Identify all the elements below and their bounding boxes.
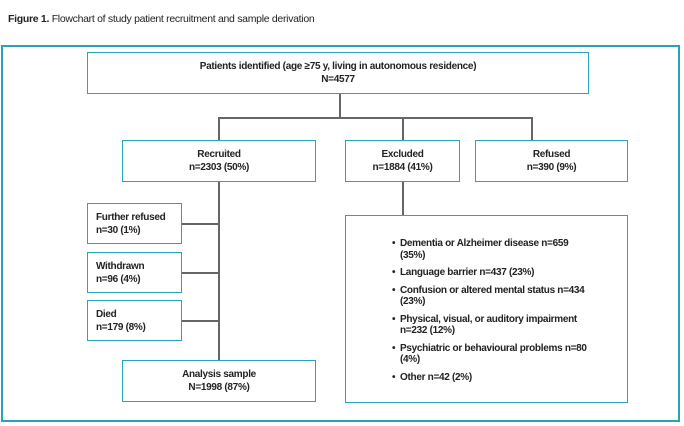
bullet-icon: • xyxy=(392,371,396,383)
recruited-box: Recruited n=2303 (50%) xyxy=(122,140,316,182)
recruited-count: n=2303 (50%) xyxy=(188,162,250,173)
reason-text: Dementia or Alzheimer disease n=659 (35%… xyxy=(400,238,569,261)
further-refused-label: Further refused xyxy=(96,211,166,223)
further-refused-box: Further refused n=30 (1%) xyxy=(87,203,182,244)
exclusion-reasons-box: • Dementia or Alzheimer disease n=659 (35… xyxy=(345,215,628,403)
reason-text: Psychiatric or behavioural problems n=80… xyxy=(400,342,587,366)
figure-title-text: Flowchart of study patient recruitment a… xyxy=(51,13,315,25)
exclusion-reason: • Confusion or altered mental status n=43… xyxy=(392,285,592,308)
bullet-icon: • xyxy=(392,313,396,325)
connector xyxy=(218,117,220,360)
connector xyxy=(182,223,219,225)
reason-text: Confusion or altered mental status n=434… xyxy=(400,284,585,308)
exclusion-reason: • Dementia or Alzheimer disease n=659 (35… xyxy=(392,238,592,261)
connector xyxy=(182,320,219,322)
exclusion-reason: • Psychiatric or behavioural problems n=8… xyxy=(392,343,592,366)
refused-count: n=390 (9%) xyxy=(526,162,577,173)
bullet-icon: • xyxy=(392,342,396,354)
refused-label: Refused xyxy=(532,149,571,160)
identified-box: Patients identified (age ≥75 y, living i… xyxy=(87,52,589,94)
connector xyxy=(339,94,341,118)
exclusion-reason: • Language barrier n=437 (23%) xyxy=(392,267,592,279)
figure-label: Figure 1. xyxy=(8,13,50,25)
refused-box: Refused n=390 (9%) xyxy=(475,140,628,182)
identified-count: N=4577 xyxy=(321,74,355,85)
figure-title: Figure 1. Flowchart of study patient rec… xyxy=(8,13,315,25)
died-count: n=179 (8%) xyxy=(96,321,146,333)
reason-text: Other n=42 (2%) xyxy=(400,371,472,383)
figure-frame xyxy=(1,45,680,422)
exclusion-reason: • Physical, visual, or auditory impairmen… xyxy=(392,314,592,337)
identified-label: Patients identified (age ≥75 y, living i… xyxy=(199,61,477,72)
connector xyxy=(531,117,533,140)
withdrawn-label: Withdrawn xyxy=(96,260,145,272)
bullet-icon: • xyxy=(392,267,396,278)
exclusion-reason: • Other n=42 (2%) xyxy=(392,372,592,384)
connector xyxy=(402,117,404,140)
died-label: Died xyxy=(96,308,117,320)
excluded-label: Excluded xyxy=(381,149,424,160)
connector xyxy=(218,117,532,119)
excluded-count: n=1884 (41%) xyxy=(372,162,433,173)
analysis-label: Analysis sample xyxy=(182,369,256,380)
connector xyxy=(402,182,404,215)
reason-text: Language barrier n=437 (23%) xyxy=(400,267,535,278)
withdrawn-count: n=96 (4%) xyxy=(96,273,141,285)
further-refused-count: n=30 (1%) xyxy=(96,224,141,236)
bullet-icon: • xyxy=(392,284,396,296)
recruited-label: Recruited xyxy=(197,149,241,160)
withdrawn-box: Withdrawn n=96 (4%) xyxy=(87,252,182,293)
excluded-box: Excluded n=1884 (41%) xyxy=(345,140,460,182)
bullet-icon: • xyxy=(392,238,396,249)
died-box: Died n=179 (8%) xyxy=(87,300,182,341)
analysis-count: N=1998 (87%) xyxy=(188,382,250,393)
connector xyxy=(182,272,219,274)
analysis-sample-box: Analysis sample N=1998 (87%) xyxy=(122,360,316,402)
reason-text: Physical, visual, or auditory impairment… xyxy=(400,313,577,337)
